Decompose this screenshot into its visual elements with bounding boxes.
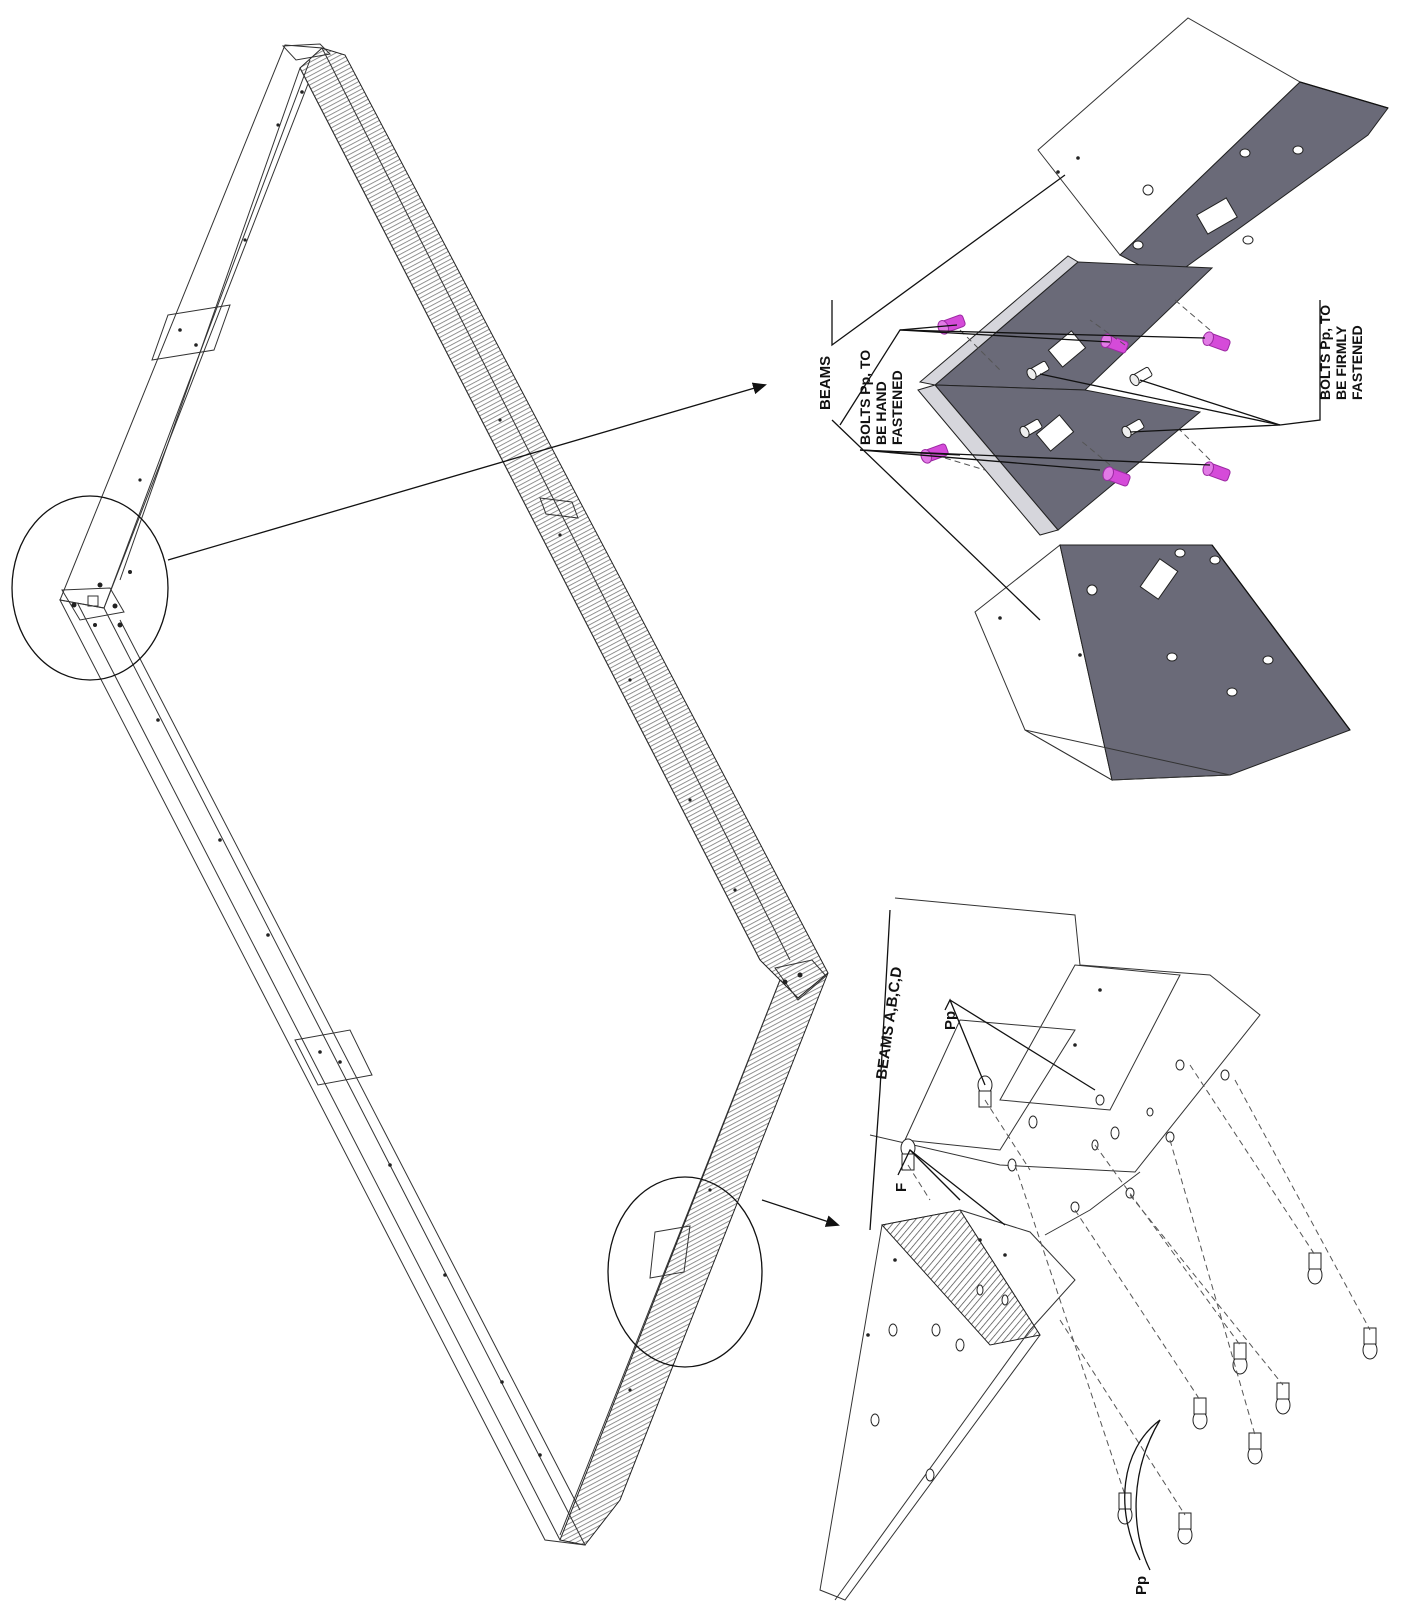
frame-corner-left bbox=[61, 570, 132, 628]
detail-joint-hatched-section bbox=[881, 1209, 1041, 1346]
frame-bolt-dots bbox=[138, 90, 737, 1457]
label-hand-fastened-line3: FASTENED bbox=[889, 370, 905, 445]
frame-corner-right bbox=[774, 959, 827, 1001]
label-f: F bbox=[893, 1183, 910, 1192]
joint-plate-mid-right bbox=[539, 497, 579, 519]
frame-corner-top bbox=[281, 43, 332, 61]
joint-plate-bottom-right bbox=[649, 1225, 691, 1279]
magenta-bolt bbox=[1102, 466, 1131, 487]
joint-bolt bbox=[977, 1075, 993, 1108]
joint-bolt bbox=[1192, 1397, 1208, 1430]
joint-bolt bbox=[1307, 1252, 1323, 1285]
joint-bolt bbox=[1177, 1512, 1193, 1545]
label-pp-top-group: Pp bbox=[942, 1011, 959, 1030]
label-beams-abcd: BEAMS A,B,C,D bbox=[873, 966, 906, 1081]
frame-bottom-beam-ribbed bbox=[559, 972, 829, 1546]
detail-upper-beam-side bbox=[1119, 81, 1389, 281]
white-bolt-group bbox=[1019, 360, 1153, 439]
joint-bolt bbox=[1232, 1342, 1248, 1375]
detail-circle-joint bbox=[607, 1176, 763, 1368]
label-hand-fastened-line1: BOLTS Pp, TO bbox=[857, 350, 873, 445]
arrow-corner-detail bbox=[167, 382, 767, 561]
detail-joint-assembly bbox=[819, 897, 1378, 1601]
detail-joint-splice-plate bbox=[904, 1019, 1076, 1151]
svg-text:BOLTS Pp, TO BE HAND: BOLTS Pp, TO BE HAND FASTENED bbox=[857, 346, 905, 445]
white-bolt bbox=[1026, 360, 1050, 381]
detail-joint-dash-paths bbox=[907, 1064, 1371, 1516]
label-firmly-fastened-group: BOLTS Pp, TO BE FIRMLY FASTENED bbox=[1317, 301, 1365, 400]
label-f-group: F bbox=[893, 1183, 910, 1192]
label-firmly-fastened-line1: BOLTS Pp, TO bbox=[1317, 305, 1333, 400]
frame-left-beam bbox=[59, 44, 323, 609]
svg-text:BOLTS Pp, TO BE FIRMLY: BOLTS Pp, TO BE FIRMLY FASTENED bbox=[1317, 301, 1365, 400]
arrow-joint-detail bbox=[761, 1199, 840, 1227]
label-firmly-fastened-line3: FASTENED bbox=[1349, 325, 1365, 400]
joint-bolt bbox=[900, 1138, 916, 1171]
frame-front-beam bbox=[59, 599, 586, 1546]
frame-right-beam-ribbed bbox=[299, 47, 829, 999]
magenta-bolt bbox=[1202, 331, 1231, 352]
magenta-bolt bbox=[1100, 333, 1129, 354]
label-beams-abcd-group: BEAMS A,B,C,D bbox=[873, 966, 906, 1081]
white-bolt bbox=[1019, 418, 1043, 439]
detail-bracket-plate-top bbox=[933, 261, 1214, 391]
magenta-bolt bbox=[1202, 461, 1231, 482]
joint-bolt bbox=[1275, 1382, 1291, 1415]
detail-circle-corner bbox=[11, 495, 169, 681]
label-beams: BEAMS bbox=[817, 356, 834, 410]
detail-joint-holes bbox=[866, 988, 1230, 1482]
joint-bolt bbox=[1362, 1327, 1378, 1360]
detail-joint-beam-upper bbox=[999, 964, 1181, 1111]
detail-bracket-flange-top bbox=[918, 255, 1079, 386]
joint-bolt bbox=[1247, 1432, 1263, 1465]
joint-plate-upper bbox=[151, 304, 231, 361]
white-bolt bbox=[1121, 418, 1145, 439]
detail-joint-bolts bbox=[900, 1075, 1378, 1545]
magenta-bolt-group bbox=[920, 314, 1231, 487]
label-pp-top: Pp bbox=[942, 1011, 959, 1030]
white-bolt bbox=[1129, 366, 1153, 387]
main-frame bbox=[59, 43, 829, 1546]
label-beams-group: BEAMS bbox=[817, 356, 834, 410]
label-hand-fastened-line2: BE HAND bbox=[873, 381, 889, 445]
label-pp-bottom-group: Pp bbox=[1133, 1576, 1150, 1595]
joint-plate-lower bbox=[294, 1029, 373, 1086]
detail-bracket-flange-left bbox=[917, 384, 1059, 536]
label-firmly-fastened-line2: BE FIRMLY bbox=[1333, 325, 1349, 400]
detail-lower-beam-side bbox=[1059, 544, 1351, 781]
label-pp-bottom: Pp bbox=[1133, 1576, 1150, 1595]
label-hand-fastened-group: BOLTS Pp, TO BE HAND FASTENED bbox=[857, 346, 905, 445]
detail-corner-assembly bbox=[831, 17, 1389, 781]
